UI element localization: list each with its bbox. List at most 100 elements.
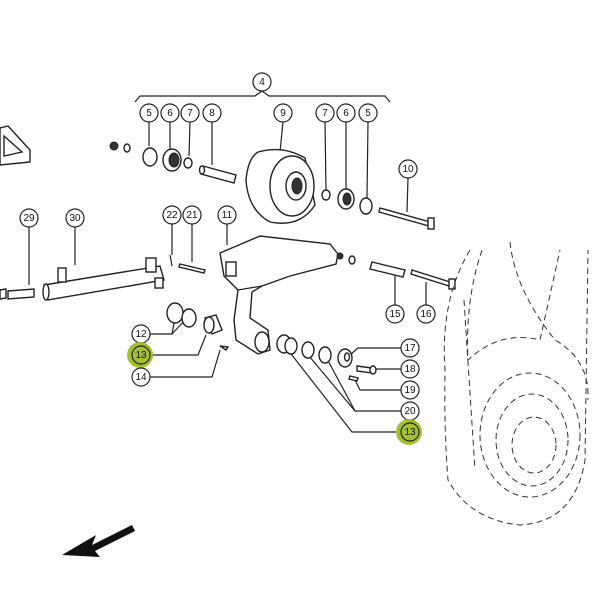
callout-6[interactable]: 6 — [160, 103, 180, 123]
callout-circle — [180, 103, 200, 123]
bushing-part — [203, 314, 223, 335]
callout-10[interactable]: 10 — [398, 159, 418, 179]
callout-7[interactable]: 7 — [315, 103, 335, 123]
frame-fragment — [0, 125, 31, 166]
washer-part — [318, 346, 332, 364]
pin-part — [7, 288, 35, 300]
tube-left-end — [0, 288, 7, 300]
pin-part — [348, 375, 359, 382]
callout-9[interactable]: 9 — [273, 103, 293, 123]
callout-label: 20 — [404, 406, 416, 417]
callout-29[interactable]: 29 — [19, 208, 39, 228]
callout-label: 16 — [420, 309, 432, 320]
callout-6[interactable]: 6 — [336, 103, 356, 123]
callout-circle — [182, 205, 202, 225]
callout-5[interactable]: 5 — [139, 103, 159, 123]
callout-circle — [358, 103, 378, 123]
washer-part — [181, 308, 197, 328]
screw-part — [356, 365, 377, 375]
pin-part — [178, 263, 206, 274]
bearing-part — [162, 148, 182, 172]
ring-part — [321, 189, 331, 201]
callout-label: 6 — [167, 108, 173, 119]
callout-label: 8 — [209, 108, 215, 119]
callout-label: 21 — [186, 210, 198, 221]
callout-label: 12 — [135, 329, 147, 340]
cap-part — [337, 348, 353, 368]
callout-18[interactable]: 18 — [400, 359, 420, 379]
callout-7[interactable]: 7 — [180, 103, 200, 123]
callout-circle — [400, 422, 420, 442]
callout-11[interactable]: 11 — [217, 205, 237, 225]
washer-part — [301, 341, 315, 359]
callout-label: 5 — [365, 108, 371, 119]
callout-label: 17 — [404, 343, 416, 354]
callout-17[interactable]: 17 — [400, 338, 420, 358]
bolt-part — [378, 207, 435, 230]
callout-label: 18 — [404, 364, 416, 375]
callout-12[interactable]: 12 — [131, 324, 151, 344]
callout-circle — [400, 338, 420, 358]
callout-circle — [131, 345, 151, 365]
callout-label: 6 — [343, 108, 349, 119]
callout-circle — [139, 103, 159, 123]
tube-part — [42, 257, 165, 301]
callout-16[interactable]: 16 — [416, 304, 436, 324]
callout-22[interactable]: 22 — [162, 205, 182, 225]
pin-part — [219, 345, 230, 351]
callout-label: 5 — [146, 108, 152, 119]
callout-circle — [273, 103, 293, 123]
callout-19[interactable]: 19 — [400, 380, 420, 400]
callout-circle — [400, 359, 420, 379]
callout-label: 13 — [135, 350, 147, 361]
pin-part — [369, 261, 406, 278]
callout-circle — [160, 103, 180, 123]
callout-label: 9 — [280, 108, 286, 119]
callout-circle — [19, 208, 39, 228]
circlip-part — [142, 147, 158, 167]
callout-label: 22 — [166, 210, 178, 221]
callout-circle — [131, 367, 151, 387]
callout-8[interactable]: 8 — [202, 103, 222, 123]
callout-label: 19 — [404, 385, 416, 396]
callout-circle — [416, 304, 436, 324]
callout-circle — [162, 205, 182, 225]
circlip-part — [359, 197, 373, 215]
callout-15[interactable]: 15 — [385, 304, 405, 324]
callout-circle — [398, 159, 418, 179]
callout-21[interactable]: 21 — [182, 205, 202, 225]
callout-label: 29 — [23, 213, 35, 224]
callout-circle — [202, 103, 222, 123]
pin-part — [169, 254, 173, 267]
callout-14[interactable]: 14 — [131, 367, 151, 387]
callout-30[interactable]: 30 — [65, 208, 85, 228]
callout-circle — [385, 304, 405, 324]
bearing-part — [337, 188, 355, 210]
washer-part — [336, 252, 356, 265]
group-bracket — [134, 90, 391, 103]
arm-part — [219, 235, 339, 355]
machine-outline — [443, 241, 589, 526]
ring-part — [183, 157, 193, 169]
callout-20[interactable]: 20 — [400, 401, 420, 421]
direction-arrow-icon — [62, 525, 135, 557]
callout-13-highlighted[interactable]: 13 — [127, 342, 153, 368]
callout-label: 14 — [135, 372, 147, 383]
nut-part — [109, 141, 131, 153]
shaft-part — [198, 165, 237, 184]
callout-label: 4 — [259, 77, 265, 88]
callout-circle — [315, 103, 335, 123]
callout-circle — [217, 205, 237, 225]
callout-label: 15 — [389, 309, 401, 320]
callout-circle — [252, 72, 272, 92]
bolt-part — [410, 269, 456, 290]
pulley-part — [245, 148, 316, 224]
callout-5[interactable]: 5 — [358, 103, 378, 123]
bushing-part — [276, 334, 298, 355]
callout-4[interactable]: 4 — [252, 72, 272, 92]
callout-13-highlighted[interactable]: 13 — [396, 419, 422, 445]
callout-label: 13 — [404, 427, 416, 438]
callout-circle — [65, 208, 85, 228]
callout-circle — [336, 103, 356, 123]
callout-label: 30 — [69, 213, 81, 224]
